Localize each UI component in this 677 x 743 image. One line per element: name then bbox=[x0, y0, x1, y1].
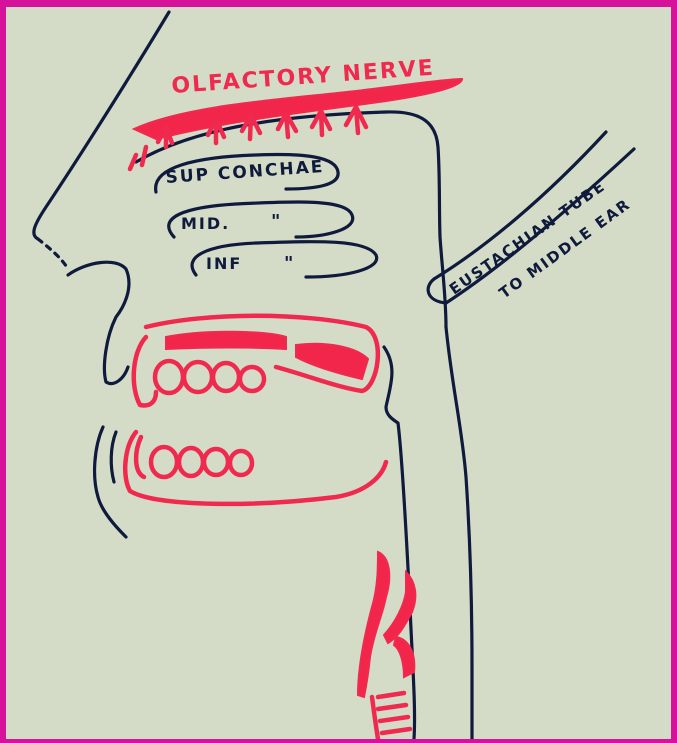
lower-gum bbox=[125, 432, 386, 504]
nostril-outline bbox=[38, 239, 68, 269]
soft-palate bbox=[384, 347, 415, 739]
palate-rear bbox=[296, 344, 368, 379]
nasal-cavity-diagram: OLFACTORY NERVE SUP CONCHAE MID. " INF "… bbox=[6, 7, 671, 739]
label-mid: MID. bbox=[181, 214, 230, 233]
pharyngeal-wall bbox=[446, 327, 472, 739]
label-mid-ditto: " bbox=[271, 211, 282, 232]
larynx bbox=[358, 552, 415, 739]
upper-lip bbox=[68, 262, 129, 383]
label-inf: INF bbox=[206, 254, 242, 273]
chin-inner bbox=[111, 432, 116, 482]
lower-lip-chin bbox=[95, 427, 126, 537]
hard-palate bbox=[166, 332, 286, 349]
label-inf-ditto: " bbox=[284, 253, 295, 274]
lower-teeth bbox=[136, 437, 252, 477]
